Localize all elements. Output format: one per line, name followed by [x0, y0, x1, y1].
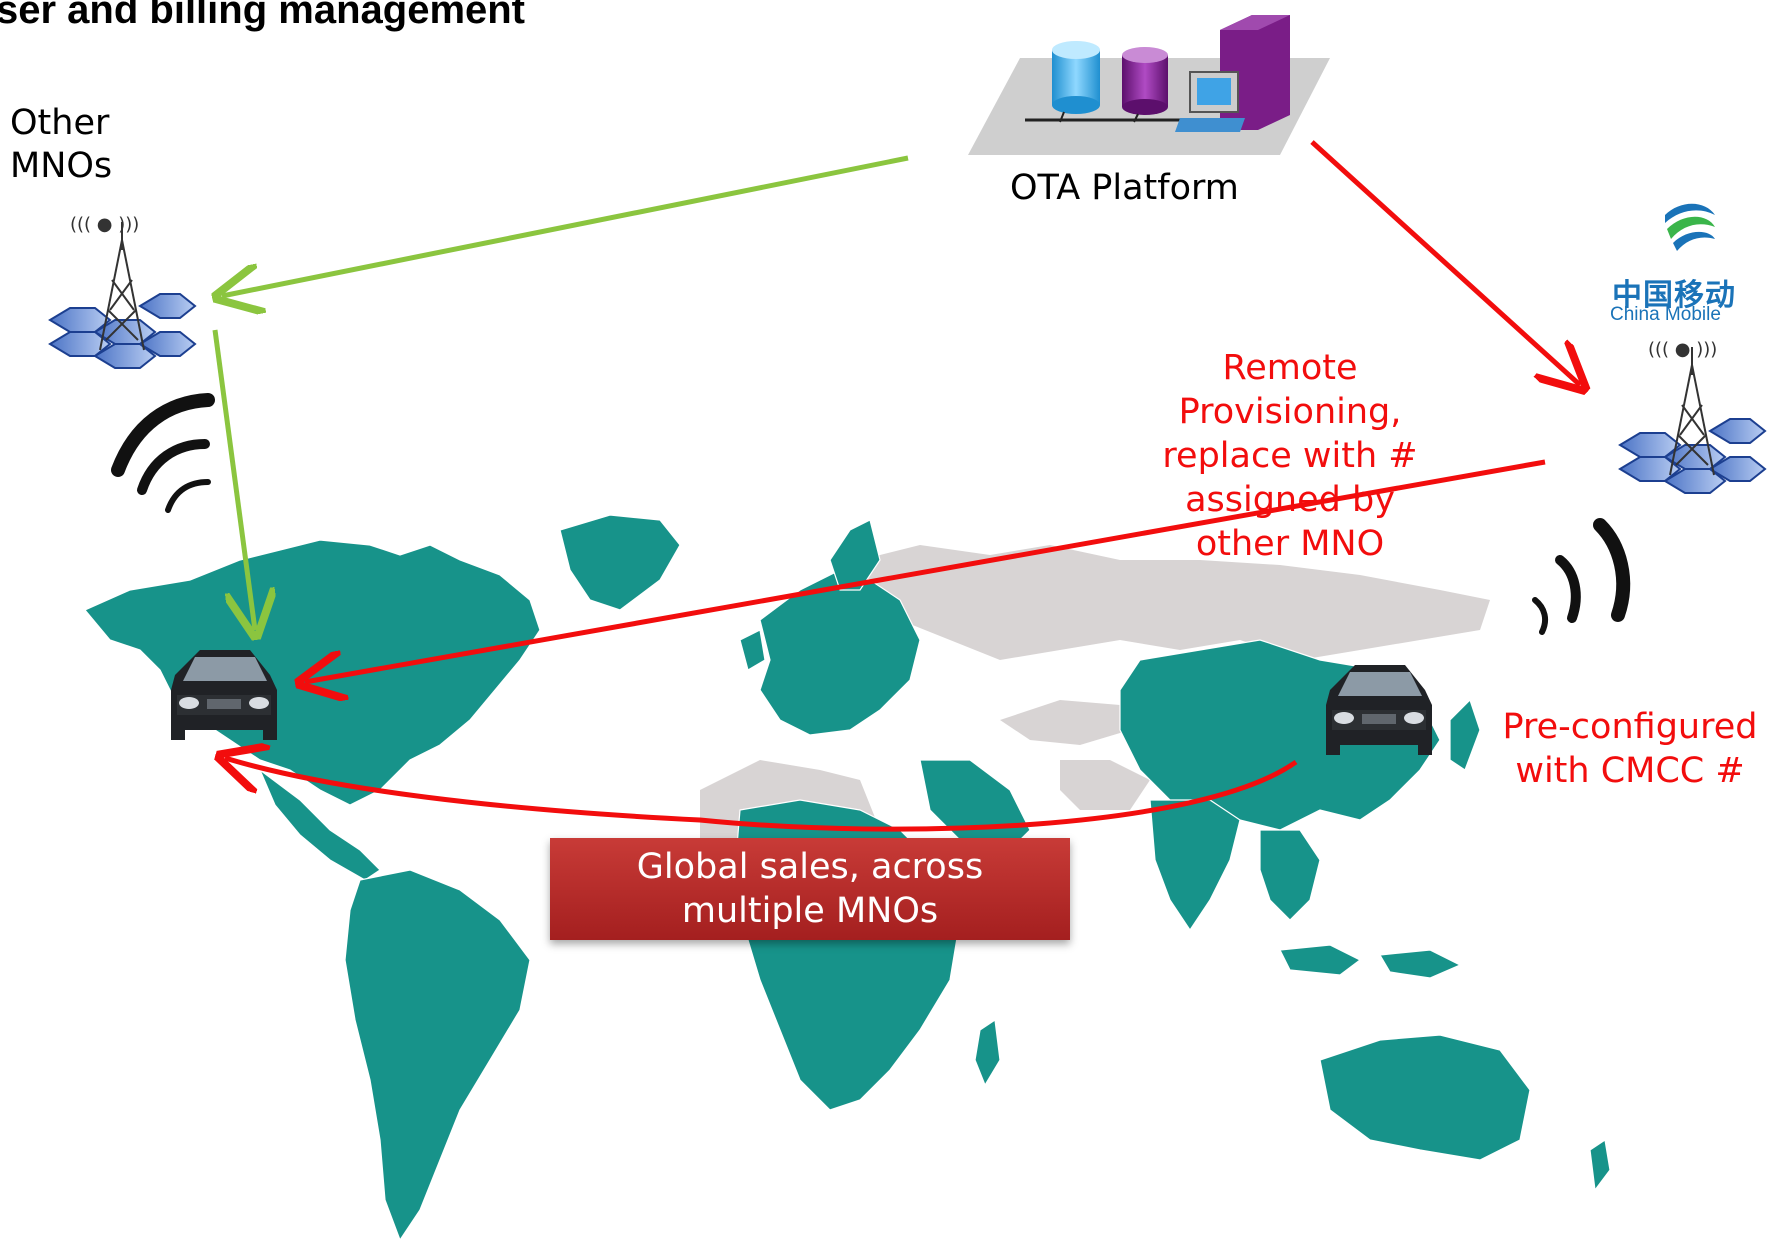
ota-platform-label: OTA Platform [1010, 168, 1239, 208]
remote-line: Provisioning, [1178, 392, 1402, 432]
china-mobile-logo-en: China Mobile [1610, 304, 1721, 325]
preconf-line: with CMCC # [1515, 751, 1745, 791]
remote-line: other MNO [1195, 524, 1385, 564]
remote-line: replace with # [1162, 436, 1418, 476]
other-mnos-label: Other MNOs [10, 102, 190, 188]
remote-line: assigned by [1185, 480, 1395, 520]
signal-waves-icon [111, 393, 215, 513]
red-arrow-remote-provisioning [305, 459, 1546, 682]
red-arrow-global-sales [225, 758, 1298, 832]
car-icon [1326, 665, 1432, 755]
other-mnos-line: Other [10, 103, 110, 143]
svg-text:((( ● ))): ((( ● ))) [70, 214, 139, 235]
red-arrow-ota-to-china-mobile [1310, 140, 1580, 385]
remote-line: Remote [1222, 348, 1358, 388]
china-mobile-logo-cn: 中国移动 [1612, 278, 1736, 313]
global-sales-box: Global sales, across multiple MNOs [550, 838, 1070, 940]
database-icon [1122, 47, 1168, 123]
sales-line: Global sales, across [636, 847, 984, 887]
remote-provisioning-label: Remote Provisioning, replace with # assi… [1130, 346, 1450, 566]
svg-text:((( ● ))): ((( ● ))) [1648, 339, 1717, 360]
other-mnos-line: MNOs [10, 146, 113, 186]
green-arrow-ota-to-other-mnos [222, 155, 909, 296]
pre-configured-label: Pre-configured with CMCC # [1490, 705, 1768, 793]
tower-icon: ((( ● ))) [1618, 339, 1767, 494]
car-icon [171, 650, 277, 740]
page-title: ser and billing management [0, 0, 526, 32]
sales-line: multiple MNOs [681, 891, 939, 931]
signal-waves-icon [1532, 518, 1631, 635]
server-icon [1175, 15, 1290, 132]
preconf-line: Pre-configured [1502, 707, 1758, 747]
tower-icon: ((( ● ))) [48, 214, 197, 369]
ota-platform-icon [968, 15, 1330, 155]
green-arrow-tower-to-car [212, 329, 255, 630]
database-icon [1052, 41, 1100, 123]
china-mobile-logo-icon [1665, 203, 1715, 251]
